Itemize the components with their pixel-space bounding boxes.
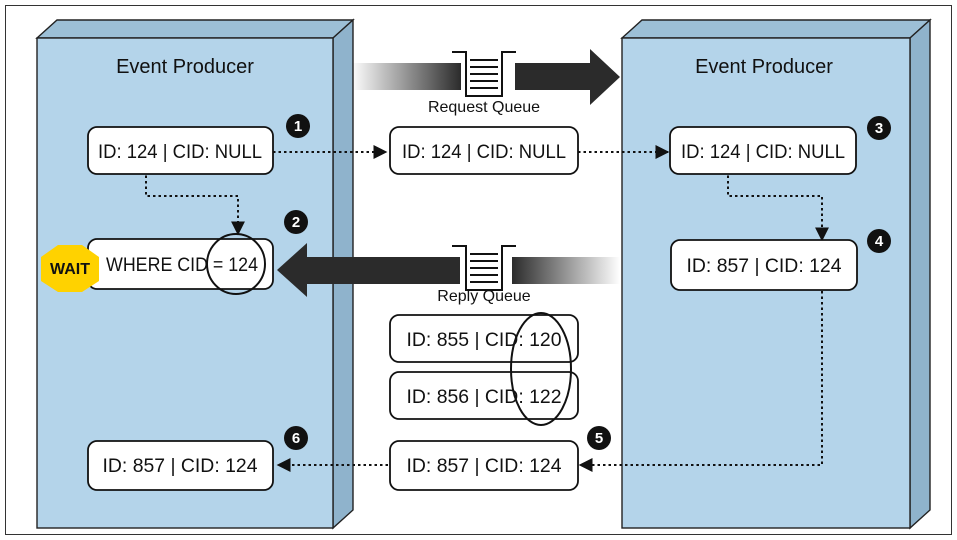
message-label: ID: 855 | CID: 120 <box>407 330 562 351</box>
reply-arrow-head <box>277 243 307 297</box>
left-panel-top <box>35 19 355 39</box>
step-badge-6: 6 <box>284 426 308 450</box>
message-box-mid-request: ID: 124 | CID: NULL <box>389 126 579 175</box>
right-producer-title: Event Producer <box>695 56 833 78</box>
request-queue: Request Queue <box>351 49 620 116</box>
request-queue-label: Request Queue <box>428 99 540 116</box>
message-label: ID: 124 | CID: NULL <box>98 142 262 163</box>
request-arrow-fade <box>351 63 461 90</box>
cid-mismatch-circle <box>510 312 572 426</box>
message-box-right-reply: ID: 857 | CID: 124 <box>670 239 858 291</box>
message-box-left-request: ID: 124 | CID: NULL <box>87 126 274 175</box>
step-number: 3 <box>875 120 883 137</box>
wait-badge-label: WAIT <box>50 261 90 278</box>
message-label: ID: 857 | CID: 124 <box>103 456 258 477</box>
message-label: ID: 856 | CID: 122 <box>407 387 562 408</box>
wait-query-box: WHERE CID = 124 <box>87 233 274 295</box>
reply-arrow-fade <box>512 257 620 284</box>
message-label: ID: 124 | CID: NULL <box>681 142 845 163</box>
flow-connectors <box>145 145 829 472</box>
message-label: ID: 124 | CID: NULL <box>402 142 566 163</box>
step-number: 5 <box>595 430 603 447</box>
step-number: 4 <box>875 233 884 250</box>
step-badge-4: 4 <box>867 229 891 253</box>
step-badge-5: 5 <box>587 426 611 450</box>
step-number: 2 <box>292 214 300 231</box>
message-box-mid-reply: ID: 857 | CID: 124 <box>389 440 579 491</box>
step-badge-2: 2 <box>284 210 308 234</box>
reply-queue-label: Reply Queue <box>437 288 530 305</box>
message-box-left-reply: ID: 857 | CID: 124 <box>87 440 274 491</box>
right-panel-side <box>909 18 931 530</box>
wait-octagon-icon <box>41 245 99 292</box>
right-producer-panel: Event Producer <box>620 18 932 530</box>
step-number: 6 <box>292 430 300 447</box>
connector-right-to-reply <box>727 170 829 242</box>
queue-icon <box>452 51 516 97</box>
queued-message-1: ID: 855 | CID: 120 <box>389 314 579 363</box>
wait-query-text: WHERE CID = 124 <box>106 255 258 276</box>
reply-arrow-body <box>305 257 460 284</box>
step-badge-1: 1 <box>286 114 310 138</box>
left-producer-title: Event Producer <box>116 56 254 78</box>
request-arrow-body <box>515 63 592 90</box>
step-badge-3: 3 <box>867 116 891 140</box>
message-box-right-request: ID: 124 | CID: NULL <box>669 126 857 175</box>
request-arrow-head <box>590 49 620 105</box>
step-number: 1 <box>294 118 302 135</box>
reply-queue: Reply Queue <box>277 243 620 305</box>
wait-badge: WAIT <box>41 245 99 292</box>
queue-icon <box>452 245 516 291</box>
connector-left-to-wait <box>145 170 245 236</box>
queued-message-2: ID: 856 | CID: 122 <box>389 371 579 420</box>
right-panel-top <box>620 19 932 39</box>
message-label: ID: 857 | CID: 124 <box>687 256 842 277</box>
message-label: ID: 857 | CID: 124 <box>407 456 562 477</box>
cid-highlight-circle <box>206 233 266 295</box>
